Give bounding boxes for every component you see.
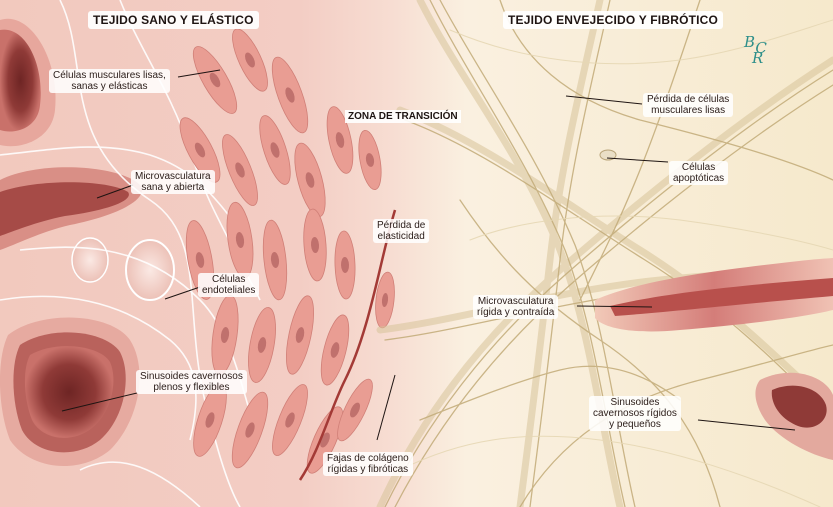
label-line: Pérdida de células — [647, 94, 729, 105]
label-sinusoids-healthy: Sinusoides cavernosos plenos y flexibles — [136, 370, 247, 394]
label-line: sana y abierta — [135, 182, 211, 193]
label-line: Microvasculatura — [135, 171, 211, 182]
label-sinusoids-rigid: Sinusoides cavernosos rígidos y pequeños — [589, 396, 681, 431]
label-microvasculature-healthy: Microvasculatura sana y abierta — [131, 170, 215, 194]
label-line: Microvasculatura — [477, 296, 554, 307]
label-line: Sinusoides cavernosos — [140, 371, 243, 382]
healthy-tissue-title: TEJIDO SANO Y ELÁSTICO — [88, 11, 259, 29]
label-line: cavernosos rígidos — [593, 408, 677, 419]
signature-letter: R — [752, 49, 763, 67]
label-line: plenos y flexibles — [140, 382, 243, 393]
label-line: rígida y contraída — [477, 307, 554, 318]
label-line: sanas y elásticas — [53, 81, 166, 92]
label-line: rígidas y fibróticas — [327, 464, 409, 475]
aged-tissue-title: TEJIDO ENVEJECIDO Y FIBRÓTICO — [503, 11, 723, 29]
transition-zone-label: ZONA DE TRANSICIÓN — [345, 110, 461, 123]
label-line: Sinusoides — [593, 397, 677, 408]
label-line: Células — [202, 274, 255, 285]
label-line: apoptóticas — [673, 173, 724, 184]
label-line: musculares lisas — [647, 105, 729, 116]
label-line: Fajas de colágeno — [327, 453, 409, 464]
label-microvasculature-rigid: Microvasculatura rígida y contraída — [473, 295, 558, 319]
label-line: Células musculares lisas, — [53, 70, 166, 81]
label-line: endoteliales — [202, 285, 255, 296]
label-smooth-muscle-healthy: Células musculares lisas, sanas y elásti… — [49, 69, 170, 93]
label-line: Células — [673, 162, 724, 173]
label-muscle-cell-loss: Pérdida de células musculares lisas — [643, 93, 733, 117]
label-line: elasticidad — [377, 231, 425, 242]
label-elasticity-loss: Pérdida de elasticidad — [373, 219, 429, 243]
label-line: y pequeños — [593, 419, 677, 430]
label-line: Pérdida de — [377, 220, 425, 231]
label-collagen-bands: Fajas de colágeno rígidas y fibróticas — [323, 452, 413, 476]
label-endothelial-cells: Células endoteliales — [198, 273, 259, 297]
label-apoptotic-cells: Células apoptóticas — [669, 161, 728, 185]
